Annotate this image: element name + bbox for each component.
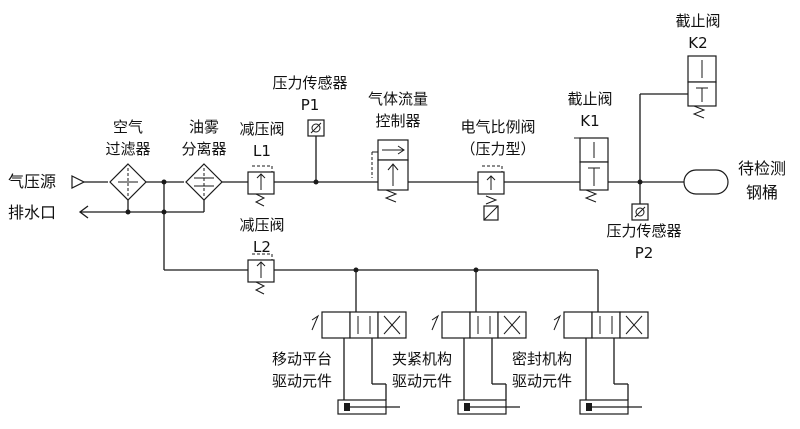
regulator-l1-symbol [247, 165, 275, 207]
flow-controller-label-2: 控制器 [375, 112, 421, 130]
stop-valve-k1-label-2: K1 [580, 112, 600, 130]
actuator-seal-label-1: 密封机构 [511, 350, 572, 368]
drain-line [78, 205, 204, 219]
actuator-valve-3-symbol [553, 270, 649, 400]
stop-valve-k1-symbol [574, 137, 609, 203]
test-bucket-label-1: 待检测 [737, 159, 786, 178]
actuator-move-label-1: 移动平台 [271, 350, 332, 368]
proportional-valve-symbol [477, 165, 505, 221]
regulator-l2-symbol [247, 253, 275, 295]
stop-valve-k2-label-2: K2 [688, 34, 708, 52]
pressure-p2-label-1: 压力传感器 [606, 222, 682, 240]
pressure-sensor-p2-symbol [631, 203, 649, 221]
pressure-sensor-p1-symbol [307, 119, 325, 137]
cylinder-2-symbol [457, 399, 520, 415]
stop-valve-k2-symbol [687, 55, 717, 119]
flow-controller-symbol [371, 139, 409, 203]
oil-mist-separator-symbol [185, 163, 223, 212]
air-filter-label-1: 空气 [112, 118, 143, 136]
proportional-valve-label-2: （压力型） [460, 140, 536, 158]
cylinder-3-symbol [579, 399, 642, 415]
actuator-valve-2-symbol [431, 270, 527, 400]
actuator-clamp-label-1: 夹紧机构 [391, 350, 452, 368]
regulator-l2-label-2: L2 [253, 238, 271, 256]
proportional-valve-label-1: 电气比例阀 [460, 118, 536, 136]
stop-valve-k1-label-1: 截止阀 [567, 90, 613, 108]
test-bucket-symbol [683, 169, 729, 195]
test-bucket-label-2: 钢桶 [745, 183, 778, 202]
air-source-arrow [71, 175, 86, 189]
pressure-p1-label-1: 压力传感器 [272, 74, 348, 92]
actuator-seal-label-2: 驱动元件 [511, 372, 572, 390]
oil-mist-label-1: 油雾 [188, 118, 219, 136]
air-filter-symbol [109, 163, 147, 212]
actuator-move-label-2: 驱动元件 [271, 372, 332, 390]
cylinder-1-symbol [337, 399, 400, 415]
air-filter-label-2: 过滤器 [105, 140, 151, 158]
actuator-valve-1-symbol [311, 270, 407, 400]
air-source-label: 气压源 [8, 172, 57, 191]
pressure-p2-label-2: P2 [634, 244, 654, 262]
pressure-p1-label-2: P1 [300, 96, 320, 114]
drain-label: 排水口 [8, 203, 57, 222]
oil-mist-label-2: 分离器 [181, 140, 227, 158]
flow-controller-label-1: 气体流量 [367, 90, 428, 108]
actuator-clamp-label-2: 驱动元件 [391, 372, 452, 390]
stop-valve-k2-label-1: 截止阀 [675, 12, 721, 30]
regulator-l1-label-2: L1 [253, 142, 271, 160]
regulator-l1-label-1: 减压阀 [239, 120, 285, 138]
regulator-l2-label-1: 减压阀 [239, 216, 285, 234]
